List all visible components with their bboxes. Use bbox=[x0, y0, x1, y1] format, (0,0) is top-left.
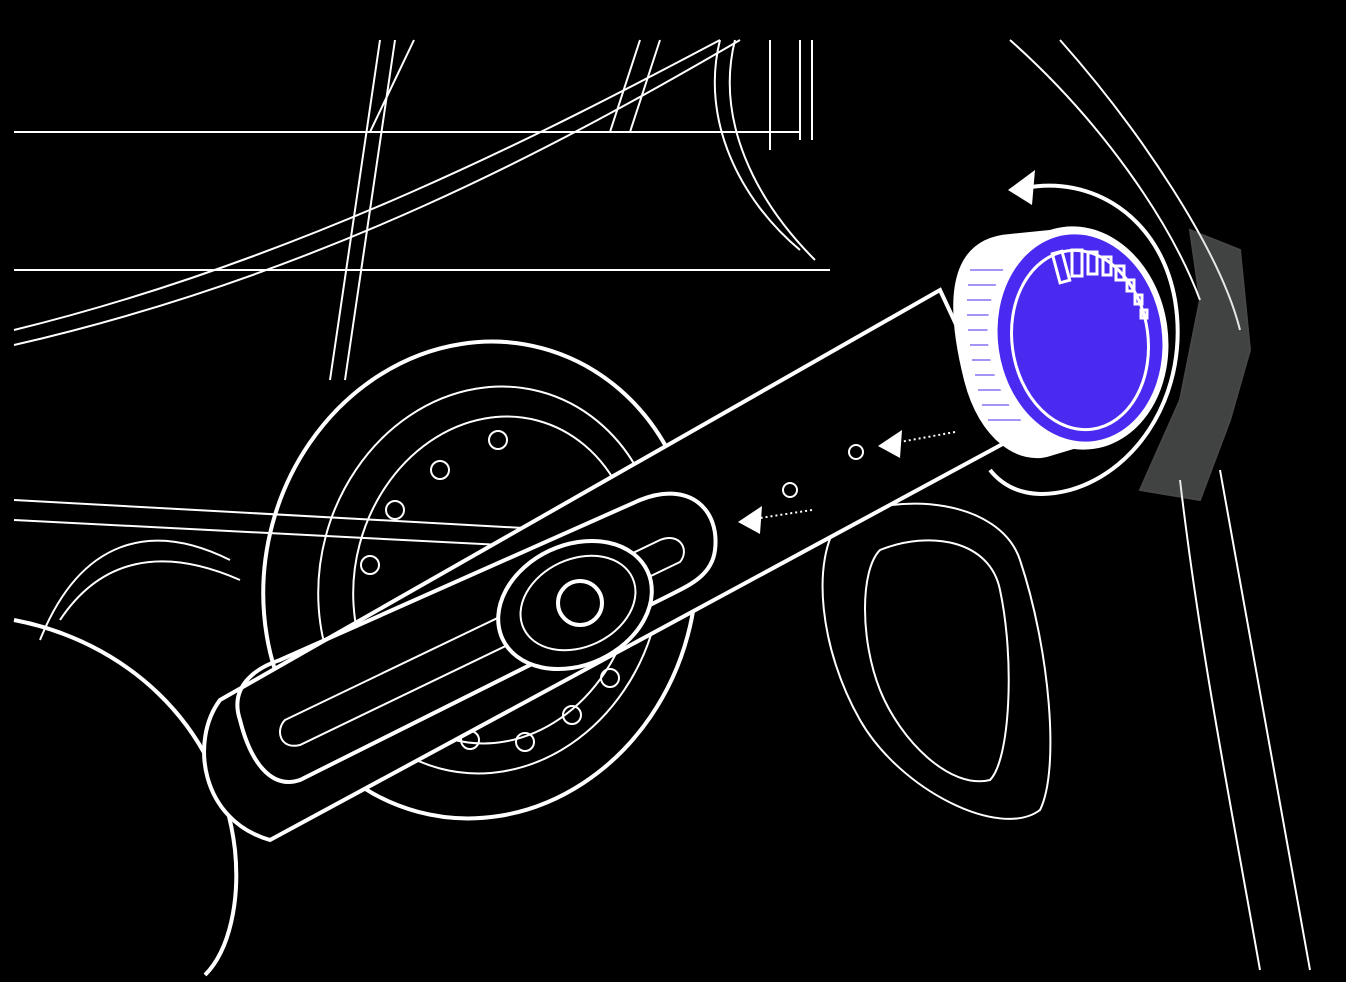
large-wheel-outline bbox=[13, 618, 239, 977]
dial-level-ticks bbox=[1050, 248, 1149, 320]
arm-slider-knob[interactable] bbox=[477, 517, 673, 693]
background-frame bbox=[13, 39, 1311, 971]
slide-arrow-icon bbox=[738, 506, 813, 534]
arm-hole bbox=[848, 444, 864, 460]
arm-hole bbox=[782, 482, 798, 498]
rotate-arrow-icon[interactable] bbox=[988, 170, 1180, 496]
hub-pins bbox=[360, 430, 620, 752]
mount-bracket bbox=[1138, 228, 1252, 502]
slide-arrow-icon bbox=[878, 430, 956, 458]
adjustment-dial[interactable] bbox=[953, 215, 1183, 462]
side-pad bbox=[821, 502, 1052, 820]
